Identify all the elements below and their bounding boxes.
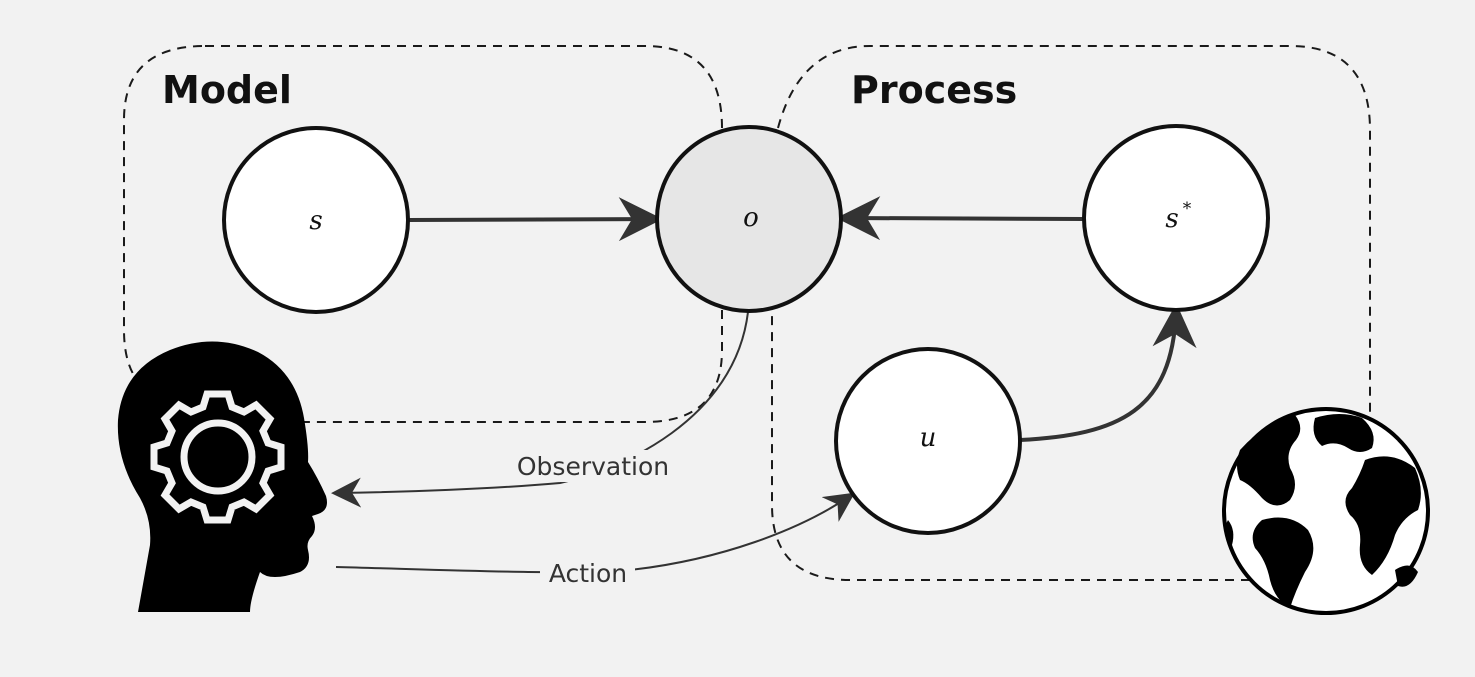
node-u[interactable]: u: [834, 347, 1022, 535]
observation-label: Observation: [517, 452, 669, 481]
head-with-gear-icon: [117, 341, 327, 612]
model-group-title: Model: [162, 68, 292, 112]
node-s-star-superscript: *: [1183, 199, 1192, 219]
node-s[interactable]: s: [222, 126, 410, 314]
action-label-bg: [540, 556, 635, 588]
edge-u-to-s-star: [1019, 303, 1197, 442]
process-group-title: Process: [851, 68, 1017, 112]
node-o-label: o: [743, 203, 759, 233]
action-label: Action: [549, 559, 627, 588]
edge-s-to-o: [408, 197, 663, 242]
observation-label-bg: [506, 450, 681, 482]
node-s-star[interactable]: s *: [1082, 124, 1270, 312]
node-u-label: u: [920, 423, 937, 453]
globe-icon: [1222, 407, 1430, 615]
node-s-star-label: s: [1165, 204, 1178, 234]
process-group-boundary: [771, 45, 1371, 581]
node-o[interactable]: o: [655, 125, 843, 313]
node-s-label: s: [309, 206, 322, 236]
edge-s-star-to-o: [836, 196, 1084, 241]
